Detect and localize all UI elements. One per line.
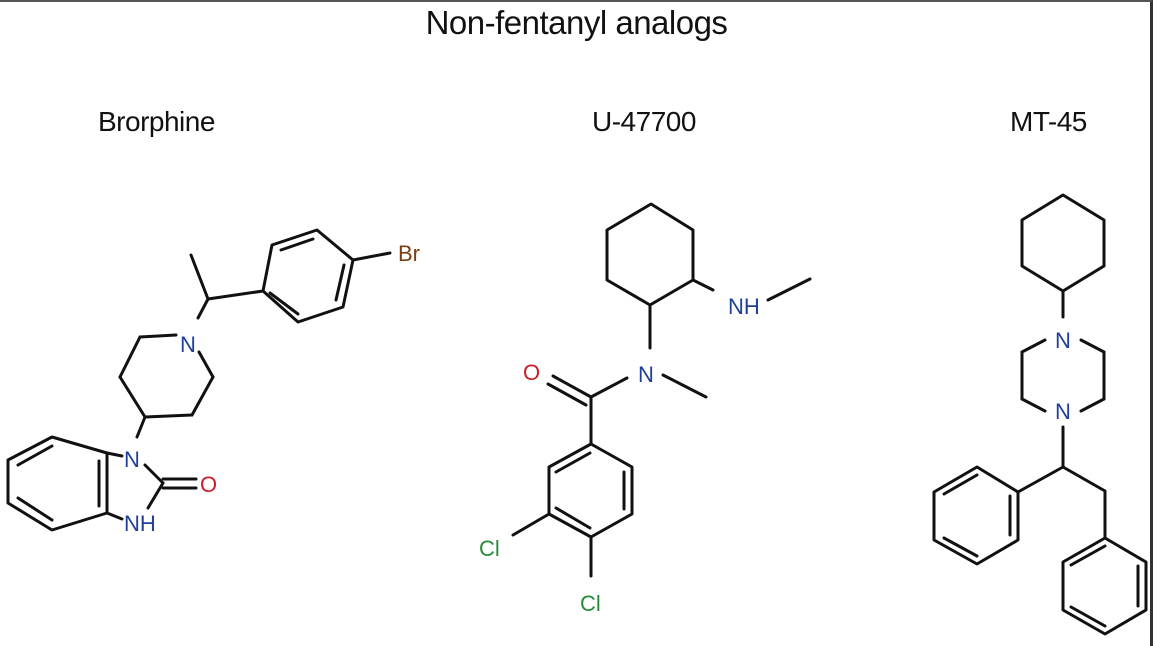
- structure-u47700: NH O N Cl Cl: [479, 202, 812, 616]
- molecule-name-u47700: U-47700: [592, 106, 696, 137]
- atom-br: Br: [398, 241, 420, 266]
- atom-n-piperidine: N: [180, 332, 196, 357]
- atom-n-benzimidazolone: N: [124, 447, 140, 472]
- atom-n-top: N: [1055, 328, 1071, 353]
- atom-cl-meta: Cl: [479, 536, 500, 561]
- atom-n-bottom: N: [1055, 399, 1071, 424]
- molecule-name-brorphine: Brorphine: [98, 106, 215, 137]
- atom-o: O: [200, 472, 217, 497]
- atom-n-amide: N: [638, 362, 654, 387]
- structure-brorphine: Br N N O NH: [6, 228, 420, 536]
- molecule-name-mt45: MT-45: [1010, 106, 1087, 137]
- atom-nh: NH: [124, 511, 156, 536]
- structure-mt45: N N: [932, 193, 1148, 636]
- atom-o: O: [523, 360, 540, 385]
- figure-title: Non-fentanyl analogs: [425, 4, 728, 41]
- atom-nh: NH: [728, 294, 760, 319]
- atom-cl-para: Cl: [580, 591, 601, 616]
